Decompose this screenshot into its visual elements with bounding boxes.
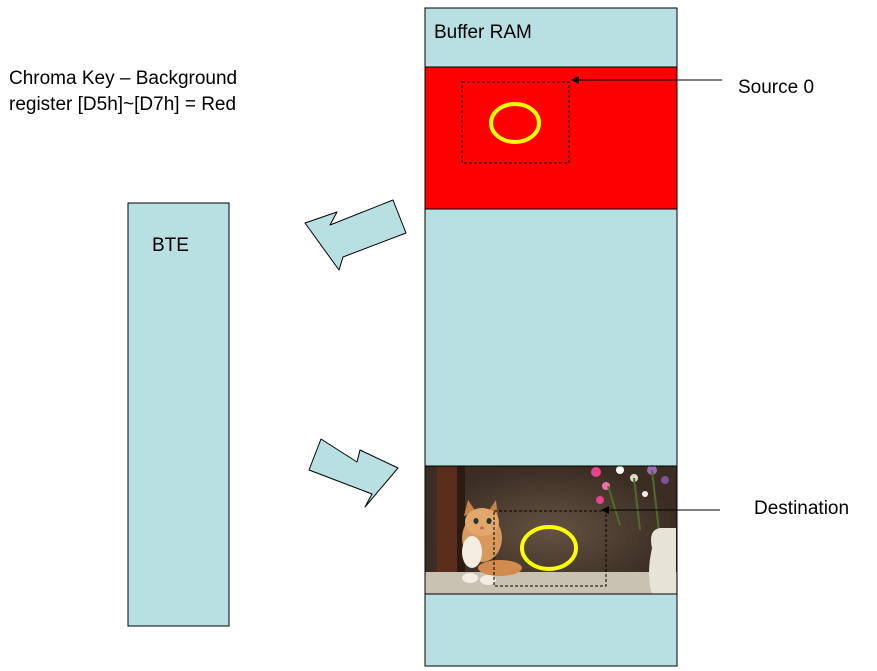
destination-image xyxy=(424,465,678,595)
flowers xyxy=(591,465,669,541)
vase xyxy=(649,528,676,594)
bte-block xyxy=(127,202,230,627)
chroma-key-line1: Chroma Key – Background xyxy=(9,68,238,89)
destination-selection-box xyxy=(493,510,607,587)
arrow-bte-to-destination xyxy=(308,438,399,508)
source-selection-box xyxy=(461,81,570,164)
destination-label: Destination xyxy=(754,498,850,519)
destination-circle xyxy=(520,525,578,571)
wooden-post xyxy=(437,466,457,594)
source-circle xyxy=(489,102,541,144)
source-region xyxy=(424,66,678,210)
arrow-source-to-bte xyxy=(304,199,407,271)
chroma-key-line2: register [D5h]~[D7h] = Red xyxy=(9,94,237,115)
source-label: Source 0 xyxy=(738,77,815,98)
bte-label: BTE xyxy=(152,235,189,256)
cat xyxy=(462,500,522,585)
buffer-ram-label: Buffer RAM xyxy=(434,22,532,43)
window-sill xyxy=(425,572,677,594)
